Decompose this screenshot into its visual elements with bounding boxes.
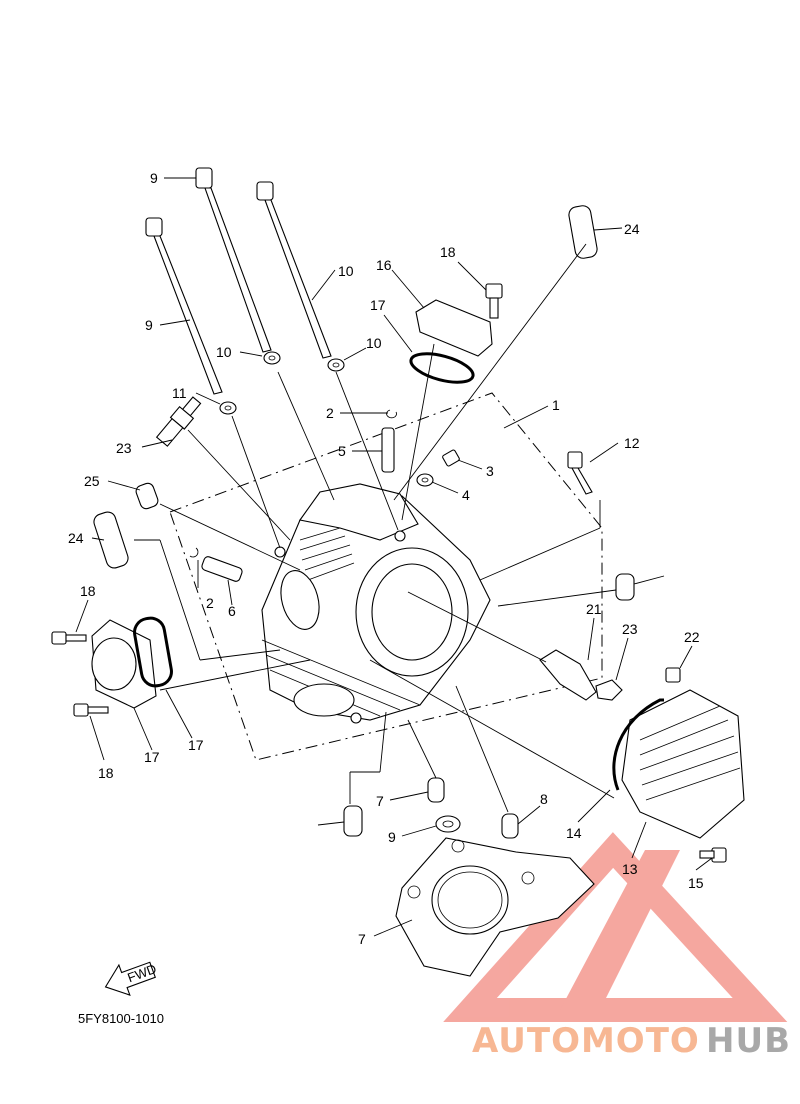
leader-lines xyxy=(75,177,713,937)
callout-16: 17 xyxy=(144,749,160,765)
threaded-plugs xyxy=(93,205,598,569)
callout-3: 3 xyxy=(486,463,494,479)
callout-10: 11 xyxy=(172,385,187,401)
callout-8: 9 xyxy=(388,829,396,845)
callout-17: 17 xyxy=(188,737,204,753)
washers xyxy=(219,351,345,415)
callout-18: 18 xyxy=(98,765,114,781)
callout-23: 24 xyxy=(624,221,640,237)
forward-arrow: FWD xyxy=(104,961,158,996)
callout-13: 14 xyxy=(566,825,582,841)
callout-18: 18 xyxy=(440,244,456,260)
callout-10: 10 xyxy=(366,335,382,351)
small-bolts xyxy=(416,449,593,495)
tappet-cover-top xyxy=(409,283,503,384)
spark-plug xyxy=(155,396,202,447)
callout-1: 1 xyxy=(552,397,560,413)
callout-12: 13 xyxy=(622,861,638,877)
callout-22: 23 xyxy=(116,440,132,456)
valve-guides xyxy=(189,409,397,582)
side-cover xyxy=(51,616,173,717)
callout-2: 2 xyxy=(326,405,334,421)
callout-5: 6 xyxy=(228,603,236,619)
callout-9: 9 xyxy=(145,317,153,333)
callout-18: 18 xyxy=(80,583,96,599)
callout-4: 4 xyxy=(462,487,470,503)
plug-25 xyxy=(135,482,159,510)
diagram-part-code: 5FY8100-1010 xyxy=(78,1011,164,1026)
callout-11: 12 xyxy=(624,435,640,451)
callout-15: 16 xyxy=(376,257,392,273)
callout-7: 8 xyxy=(540,791,548,807)
callout-2: 2 xyxy=(206,595,214,611)
watermark-text-automoto: AUTOMOTO xyxy=(472,1021,700,1061)
cylinder-head-gasket xyxy=(395,837,595,977)
callout-6: 7 xyxy=(358,931,366,947)
sensor-bracket xyxy=(539,649,623,701)
callout-5: 5 xyxy=(338,443,346,459)
cylinder-stud-bolts xyxy=(145,167,332,395)
watermark-text-hub: HUB xyxy=(706,1021,791,1061)
callout-23: 24 xyxy=(68,530,84,546)
head-cover xyxy=(612,667,745,863)
callout-20: 22 xyxy=(684,629,700,645)
callout-25: 25 xyxy=(84,473,100,489)
callout-7: 7 xyxy=(376,793,384,809)
callout-17: 17 xyxy=(370,297,386,313)
callout-9: 10 xyxy=(338,263,354,279)
assembly-boundary xyxy=(169,392,603,761)
callout-9: 9 xyxy=(150,170,158,186)
callout-10: 10 xyxy=(216,344,232,360)
watermark-logo: AUTOMOTO HUB xyxy=(443,832,791,1061)
dowels xyxy=(343,573,635,839)
cylinder-head xyxy=(261,483,491,724)
callout-labels: 9 9 10 10 10 11 2 5 3 4 23 25 24 1 12 24… xyxy=(68,170,704,947)
callout-21: 23 xyxy=(622,621,638,637)
callout-14: 15 xyxy=(688,875,704,891)
callout-19: 21 xyxy=(586,601,602,617)
